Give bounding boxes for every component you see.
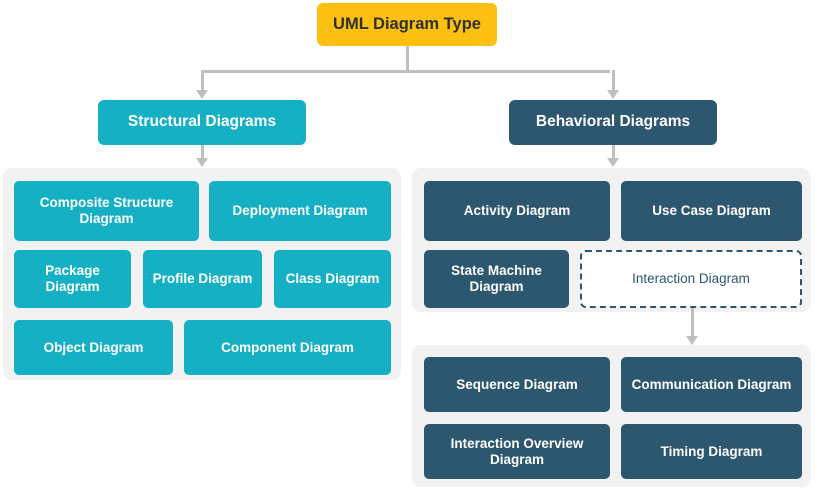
node-use-case-diagram[interactable]: Use Case Diagram bbox=[621, 181, 802, 241]
arrowhead-structural-panel bbox=[196, 158, 208, 167]
node-profile-diagram[interactable]: Profile Diagram bbox=[143, 250, 262, 308]
branch-node-structural-diagrams[interactable]: Structural Diagrams bbox=[98, 100, 306, 145]
connector-structural-drop bbox=[200, 70, 204, 92]
arrowhead-structural bbox=[196, 90, 208, 99]
node-state-machine-diagram[interactable]: State Machine Diagram bbox=[424, 250, 569, 308]
connector-root-stem bbox=[405, 46, 409, 72]
arrowhead-behavioral bbox=[607, 90, 619, 99]
branch-node-behavioral-diagrams[interactable]: Behavioral Diagrams bbox=[509, 100, 717, 145]
arrowhead-interaction-subpanel bbox=[686, 336, 698, 345]
node-interaction-overview-diagram[interactable]: Interaction Overview Diagram bbox=[424, 424, 610, 479]
node-composite-structure-diagram[interactable]: Composite Structure Diagram bbox=[14, 181, 199, 241]
root-node-uml-diagram-type[interactable]: UML Diagram Type bbox=[317, 3, 497, 46]
connector-behavioral-drop bbox=[611, 70, 615, 92]
node-deployment-diagram[interactable]: Deployment Diagram bbox=[209, 181, 391, 241]
connector-structural-to-panel bbox=[200, 145, 204, 160]
node-class-diagram[interactable]: Class Diagram bbox=[274, 250, 391, 308]
node-component-diagram[interactable]: Component Diagram bbox=[184, 320, 391, 375]
node-activity-diagram[interactable]: Activity Diagram bbox=[424, 181, 610, 241]
arrowhead-behavioral-panel bbox=[607, 158, 619, 167]
node-timing-diagram[interactable]: Timing Diagram bbox=[621, 424, 802, 479]
connector-behavioral-to-panel bbox=[611, 145, 615, 160]
node-interaction-diagram[interactable]: Interaction Diagram bbox=[580, 250, 802, 308]
node-package-diagram[interactable]: Package Diagram bbox=[14, 250, 131, 308]
node-object-diagram[interactable]: Object Diagram bbox=[14, 320, 173, 375]
node-communication-diagram[interactable]: Communication Diagram bbox=[621, 357, 802, 412]
node-sequence-diagram[interactable]: Sequence Diagram bbox=[424, 357, 610, 412]
connector-root-bus bbox=[202, 70, 610, 73]
connector-interaction-to-subpanel bbox=[690, 308, 694, 339]
